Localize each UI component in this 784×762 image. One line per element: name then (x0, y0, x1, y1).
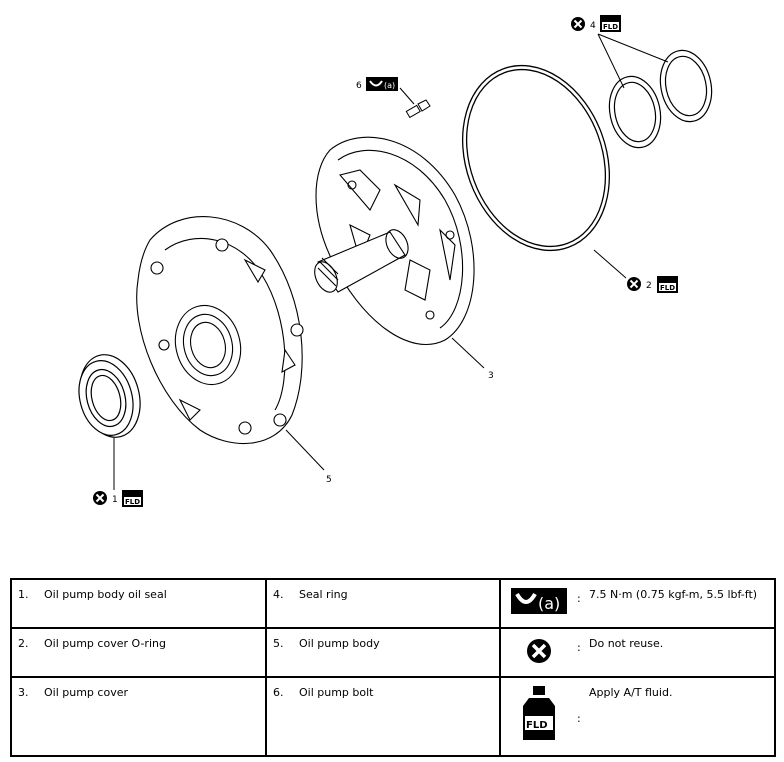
fluid-bottle-icon: FLD (501, 678, 577, 742)
legend-cell: FLD : Apply A/T fluid. (499, 676, 776, 757)
callout-6: 6 (a) (356, 77, 415, 105)
svg-text:FLD: FLD (660, 284, 675, 292)
part-name: Oil pump body (299, 637, 380, 650)
part-number: 2. (18, 637, 29, 650)
svg-text:FLD: FLD (526, 720, 548, 731)
svg-text:1: 1 (112, 495, 118, 505)
legend-cell: 3. Oil pump cover (10, 676, 267, 757)
part-number: 6. (273, 686, 284, 699)
symbol-colon: : (577, 641, 581, 654)
exploded-diagram: 4 FLD 2 FLD 3 6 (a (78, 15, 713, 507)
symbol-description: 7.5 N·m (0.75 kgf-m, 5.5 lbf-ft) (589, 588, 758, 601)
svg-text:FLD: FLD (125, 498, 140, 506)
svg-text:3: 3 (488, 371, 494, 381)
oil-seal-part (78, 354, 141, 438)
part-name: Oil pump bolt (299, 686, 374, 699)
svg-text:2: 2 (646, 281, 652, 291)
part-name: Oil pump cover (44, 686, 128, 699)
oil-pump-body-part (136, 216, 304, 445)
callout-2: 2 FLD (593, 249, 678, 293)
part-number: 4. (273, 588, 284, 601)
legend-cell: 6. Oil pump bolt (265, 676, 501, 757)
legend-row: 1. Oil pump body oil seal 4. Seal ring (… (10, 578, 776, 629)
legend-cell: (a) : 7.5 N·m (0.75 kgf-m, 5.5 lbf-ft) (499, 578, 776, 629)
svg-text:4: 4 (590, 21, 596, 31)
oil-pump-cover-part (314, 136, 475, 346)
do-not-reuse-icon (501, 629, 577, 665)
svg-text:5: 5 (326, 475, 332, 485)
callout-5: 5 (285, 429, 332, 485)
symbol-colon: : (577, 712, 581, 725)
legend-cell: 2. Oil pump cover O-ring (10, 627, 267, 678)
legend-row: 3. Oil pump cover 6. Oil pump bolt FLD :… (10, 676, 776, 757)
svg-text:(a): (a) (538, 594, 560, 613)
part-number: 3. (18, 686, 29, 699)
symbol-description: Apply A/T fluid. (589, 686, 673, 699)
svg-text:(a): (a) (384, 81, 395, 90)
part-name: Seal ring (299, 588, 348, 601)
legend-cell: 1. Oil pump body oil seal (10, 578, 267, 629)
part-number: 1. (18, 588, 29, 601)
o-ring-part (461, 64, 611, 252)
svg-text:6: 6 (356, 81, 362, 91)
torque-wrench-icon: (a) (501, 580, 577, 616)
oil-pump-bolt-part (405, 99, 431, 119)
seal-ring-part (608, 49, 713, 149)
symbol-description: Do not reuse. (589, 637, 664, 650)
legend-row: 2. Oil pump cover O-ring 5. Oil pump bod… (10, 627, 776, 678)
part-name: Oil pump cover O-ring (44, 637, 166, 650)
callout-4: 4 FLD (570, 15, 669, 89)
legend-cell: : Do not reuse. (499, 627, 776, 678)
part-name: Oil pump body oil seal (44, 588, 167, 601)
svg-text:FLD: FLD (603, 23, 618, 31)
legend-cell: 5. Oil pump body (265, 627, 501, 678)
callout-3: 3 (451, 337, 494, 381)
legend-cell: 4. Seal ring (265, 578, 501, 629)
part-number: 5. (273, 637, 284, 650)
symbol-colon: : (577, 592, 581, 605)
parts-legend-table: 1. Oil pump body oil seal 4. Seal ring (… (10, 578, 776, 757)
callout-1: 1 FLD (92, 438, 143, 507)
